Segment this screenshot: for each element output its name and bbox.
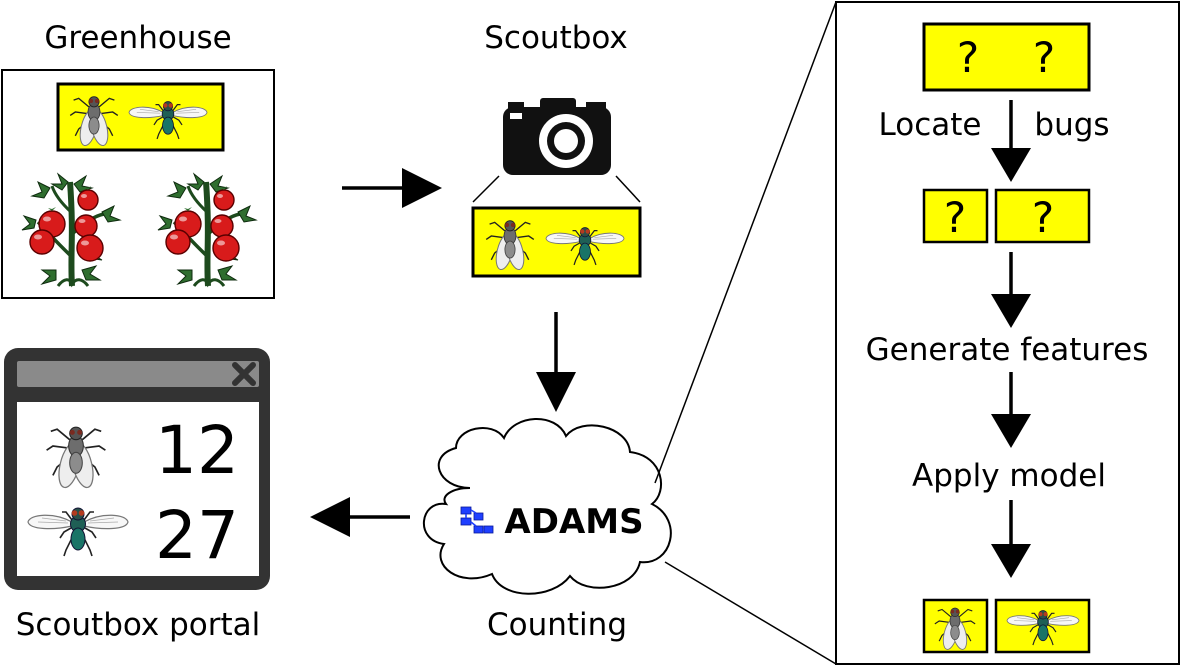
- greenbottle-count: 27: [155, 497, 239, 574]
- unknown-mark: ?: [957, 33, 979, 82]
- scoutbox-label: Scoutbox: [484, 20, 628, 56]
- raw-image-box: [922, 22, 1091, 92]
- adams-logo-icon: [460, 506, 494, 534]
- arrow-to-portal: [310, 497, 410, 537]
- portal-label: Scoutbox portal: [16, 607, 261, 643]
- unknown-mark: ?: [1032, 193, 1054, 242]
- zoom-line-top: [654, 1, 837, 484]
- arrow-features: [991, 372, 1031, 448]
- arrow-to-counting: [536, 312, 576, 412]
- arrow-to-scoutbox: [342, 168, 442, 208]
- apply-model-label: Apply model: [912, 458, 1106, 494]
- portal-window: [4, 348, 270, 590]
- locate-label: Locate: [879, 107, 982, 143]
- housefly-count: 12: [155, 412, 239, 489]
- arrow-model: [991, 500, 1031, 578]
- zoom-line-bottom: [664, 561, 837, 665]
- unknown-mark: ?: [1033, 33, 1055, 82]
- crop-box: [994, 188, 1091, 244]
- unknown-mark: ?: [944, 193, 966, 242]
- bugs-label: bugs: [1034, 107, 1109, 143]
- adams-wordmark: ADAMS: [504, 502, 643, 542]
- generate-features-label: Generate features: [866, 332, 1149, 368]
- close-icon[interactable]: [232, 362, 256, 386]
- crop-box: [922, 188, 989, 244]
- counting-label: Counting: [487, 607, 627, 643]
- cloud-icon: [423, 418, 672, 595]
- camera-icon: [503, 98, 611, 175]
- arrow-locate: [991, 100, 1031, 182]
- arrow-generate: [991, 252, 1031, 328]
- greenhouse-label: Greenhouse: [44, 20, 231, 56]
